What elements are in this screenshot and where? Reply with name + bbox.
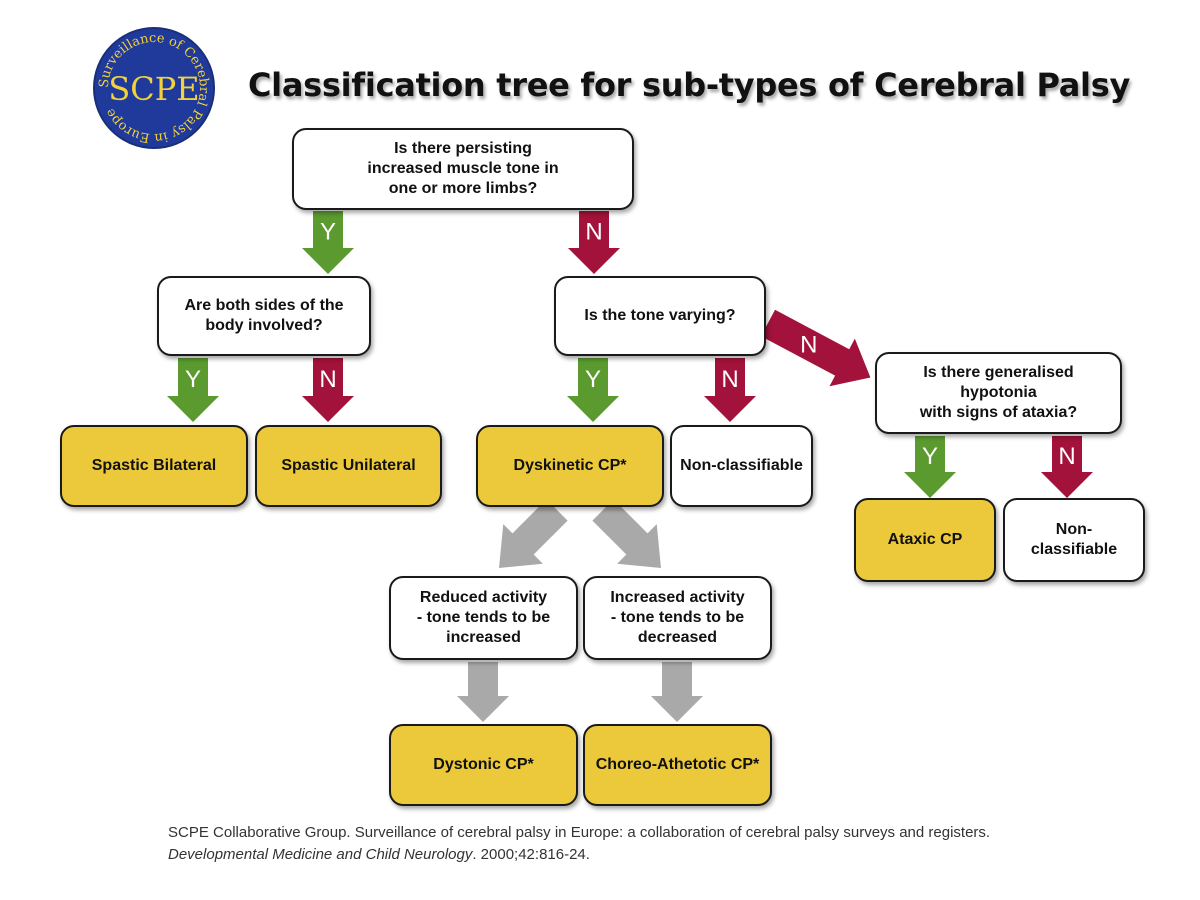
arrow-yes-sides-label: Y — [185, 366, 201, 393]
arrow-to-dystonic — [457, 662, 509, 722]
arrow-to-increased-activity-shape — [592, 499, 661, 568]
arrow-to-reduced-activity-shape — [499, 499, 568, 568]
outcome-spastic-unilateral: Spastic Unilateral — [255, 425, 442, 507]
arrow-no-sides-shape — [302, 358, 354, 422]
arrow-yes-tone: Y — [302, 211, 354, 274]
arrow-to-choreo — [651, 662, 703, 722]
arrow-no-varying-label: N — [721, 366, 738, 393]
scpe-logo: Surveillance of Cerebral Palsy in Europe… — [93, 27, 215, 149]
citation: SCPE Collaborative Group. Surveillance o… — [168, 822, 1128, 866]
arrow-to-increased-activity — [592, 499, 661, 568]
arrow-to-dystonic-shape — [457, 662, 509, 722]
increased-activity-box: Increased activity - tone tends to be de… — [583, 576, 772, 660]
outcome-non-classifiable-2: Non-classifiable — [1003, 498, 1145, 582]
arrow-no-tone-label: N — [585, 218, 602, 245]
arrow-no-varying-shape — [704, 358, 756, 422]
outcome-ataxic: Ataxic CP — [854, 498, 996, 582]
arrow-yes-hypotonia-label: Y — [922, 443, 938, 470]
arrow-yes-varying-label: Y — [585, 366, 601, 393]
arrow-no-hypotonia-label: N — [1058, 443, 1075, 470]
arrow-no-varying-to-hypotonia: N — [760, 309, 871, 387]
arrow-yes-tone-shape — [302, 211, 354, 274]
arrow-yes-varying-shape — [567, 358, 619, 422]
arrow-no-varying-to-hypotonia-label: N — [800, 332, 817, 359]
arrow-no-varying-to-hypotonia-shape — [760, 309, 871, 387]
outcome-non-classifiable-1: Non-classifiable — [670, 425, 813, 507]
arrow-to-choreo-shape — [651, 662, 703, 722]
question-tone-varying: Is the tone varying? — [554, 276, 766, 356]
outcome-dyskinetic: Dyskinetic CP* — [476, 425, 664, 507]
question-both-sides: Are both sides of the body involved? — [157, 276, 371, 356]
arrow-yes-hypotonia-shape — [904, 436, 956, 498]
arrow-no-varying: N — [704, 358, 756, 422]
logo-center-text: SCPE — [108, 70, 199, 108]
citation-line-2: Developmental Medicine and Child Neurolo… — [168, 844, 1128, 866]
arrow-no-tone: N — [568, 211, 620, 274]
question-hypotonia: Is there generalised hypotonia with sign… — [875, 352, 1122, 434]
reduced-activity-box: Reduced activity - tone tends to be incr… — [389, 576, 578, 660]
arrow-yes-sides-shape — [167, 358, 219, 422]
citation-line-1: SCPE Collaborative Group. Surveillance o… — [168, 824, 991, 841]
outcome-choreo-athetotic: Choreo-Athetotic CP* — [583, 724, 772, 806]
arrow-yes-sides: Y — [167, 358, 219, 422]
arrow-no-hypotonia: N — [1041, 436, 1093, 498]
outcome-dystonic: Dystonic CP* — [389, 724, 578, 806]
arrow-no-sides: N — [302, 358, 354, 422]
page-title: Classification tree for sub-types of Cer… — [248, 66, 1131, 104]
logo-circle — [93, 27, 215, 149]
citation-journal: Developmental Medicine and Child Neurolo… — [168, 845, 473, 863]
arrow-yes-hypotonia: Y — [904, 436, 956, 498]
arrow-no-tone-shape — [568, 211, 620, 274]
arrow-no-sides-label: N — [319, 366, 336, 393]
arrow-yes-varying: Y — [567, 358, 619, 422]
citation-details: . 2000;42:816-24. — [472, 845, 590, 863]
arrow-yes-tone-label: Y — [320, 218, 336, 245]
arrow-no-hypotonia-shape — [1041, 436, 1093, 498]
arrow-to-reduced-activity — [499, 499, 568, 568]
question-persisting-tone: Is there persisting increased muscle ton… — [292, 128, 634, 210]
outcome-spastic-bilateral: Spastic Bilateral — [60, 425, 248, 507]
